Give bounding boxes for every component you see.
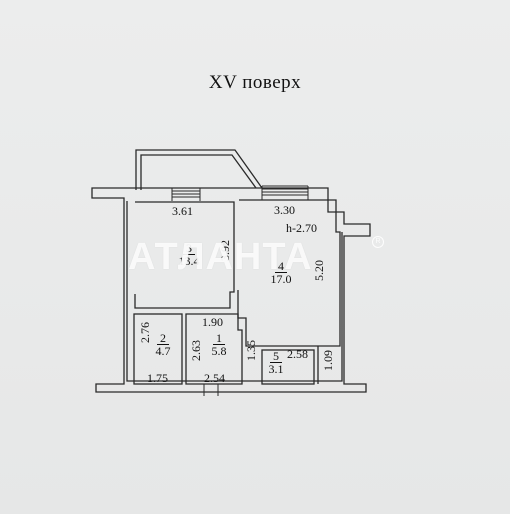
- room2-label: 2 4.7: [150, 332, 176, 357]
- room5-height-label: 1.35: [244, 340, 258, 361]
- room2-area: 4.7: [155, 344, 171, 358]
- room5-walls: [261, 349, 315, 385]
- room5-number: 5: [273, 349, 279, 363]
- room1-walls: [185, 313, 243, 385]
- window-room4: [261, 185, 309, 200]
- room5-area: 3.1: [268, 362, 284, 376]
- room1-top-width-label: 1.90: [202, 315, 223, 329]
- room1-height-label: 2.63: [189, 340, 203, 361]
- room1-number: 1: [216, 331, 222, 345]
- balcony-inner: [140, 154, 257, 190]
- room5-right-label: 1.09: [321, 350, 335, 371]
- room2-walls: [133, 313, 183, 385]
- room1-area: 5.8: [211, 344, 227, 358]
- room4-number-underline: [275, 272, 287, 273]
- room4-label: 4 17.0: [266, 260, 296, 285]
- room3-area: 13.4: [178, 254, 200, 268]
- room3-number-underline: [183, 254, 195, 255]
- room5-width-label: 2.58: [287, 347, 308, 361]
- room1-number-underline: [213, 344, 225, 345]
- room2-number: 2: [160, 331, 166, 345]
- room5-label: 5 3.1: [264, 350, 288, 375]
- room4-ceiling-label: h-2.70: [286, 221, 317, 235]
- room1-bottom-width-label: 2.54: [204, 371, 225, 385]
- outer-wall: [91, 187, 371, 393]
- watermark-logo: АТЛАНТА: [128, 236, 313, 278]
- room4-number: 4: [278, 259, 284, 273]
- room3-width-label: 3.61: [172, 204, 193, 218]
- room5-number-underline: [270, 362, 282, 363]
- room2-number-underline: [157, 344, 169, 345]
- room3-number: 3: [186, 241, 192, 255]
- window-room3: [171, 187, 201, 201]
- room1-label: 1 5.8: [206, 332, 232, 357]
- room3-label: 3 13.4: [176, 242, 202, 267]
- outer-wall-inner: [126, 201, 343, 382]
- room4-width-label: 3.30: [274, 203, 295, 217]
- floor-title: XV поверх: [208, 72, 302, 93]
- room4-walls: [237, 199, 341, 347]
- room2-width-label: 1.75: [147, 371, 168, 385]
- room4-area: 17.0: [270, 272, 292, 286]
- room4-height-label: 5.20: [312, 260, 326, 281]
- entrance-door: [203, 384, 219, 396]
- balcony-outline: [135, 149, 263, 190]
- registered-mark-icon: R: [372, 236, 384, 248]
- room3-walls: [134, 201, 235, 309]
